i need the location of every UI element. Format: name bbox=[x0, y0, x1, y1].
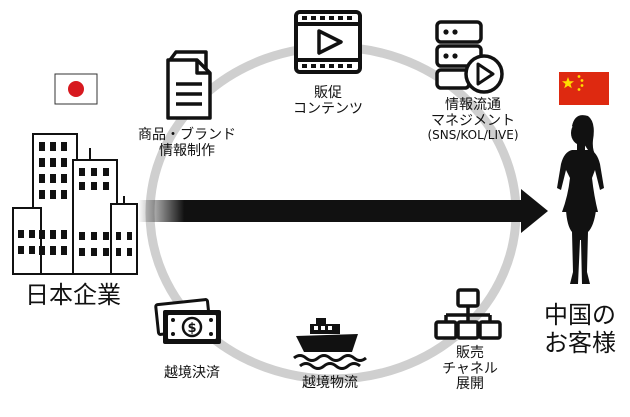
buildings-icon bbox=[12, 133, 138, 275]
product-info-line2: 情報制作 bbox=[159, 142, 215, 159]
chinese-customer-line2: お客様 bbox=[544, 328, 616, 357]
sales-channel-line2: チャネル bbox=[442, 360, 498, 377]
main-arrow bbox=[138, 189, 548, 233]
product-info-line1: 商品・ブランド bbox=[138, 127, 236, 143]
money-bills-icon: $ bbox=[154, 298, 221, 344]
promo-content-label: 販促 コンテンツ bbox=[268, 85, 388, 117]
cargo-ship-icon bbox=[293, 318, 367, 370]
china-flag-icon bbox=[559, 72, 609, 105]
chinese-customer-line1: 中国の bbox=[544, 301, 616, 329]
info-management-line3: (SNS/KOL/LIVE) bbox=[427, 128, 519, 143]
info-management-line2: マネジメント bbox=[431, 112, 515, 129]
promo-content-line2: コンテンツ bbox=[293, 100, 363, 117]
document-icon bbox=[166, 50, 212, 120]
sales-channel-line3: 展開 bbox=[456, 376, 484, 393]
channel-hierarchy-icon bbox=[434, 288, 502, 340]
info-management-line1: 情報流通 bbox=[445, 97, 501, 113]
svg-text:$: $ bbox=[187, 321, 196, 336]
product-info-label: 商品・ブランド 情報制作 bbox=[112, 127, 262, 159]
sales-channel-label: 販売 チャネル 展開 bbox=[420, 345, 520, 393]
promo-content-line1: 販促 bbox=[314, 85, 342, 101]
video-play-icon bbox=[294, 10, 362, 74]
japanese-company-label: 日本企業 bbox=[25, 281, 121, 309]
customer-silhouette-icon bbox=[557, 115, 604, 284]
japan-flag-icon bbox=[54, 73, 98, 105]
sales-channel-line1: 販売 bbox=[456, 345, 484, 361]
cross-border-logistics-label: 越境物流 bbox=[302, 375, 358, 391]
server-stream-icon bbox=[435, 20, 504, 94]
info-management-label: 情報流通 マネジメント (SNS/KOL/LIVE) bbox=[388, 97, 558, 143]
cross-border-payment-label: 越境決済 bbox=[164, 365, 220, 381]
chinese-customer-label: 中国の お客様 bbox=[533, 301, 627, 357]
